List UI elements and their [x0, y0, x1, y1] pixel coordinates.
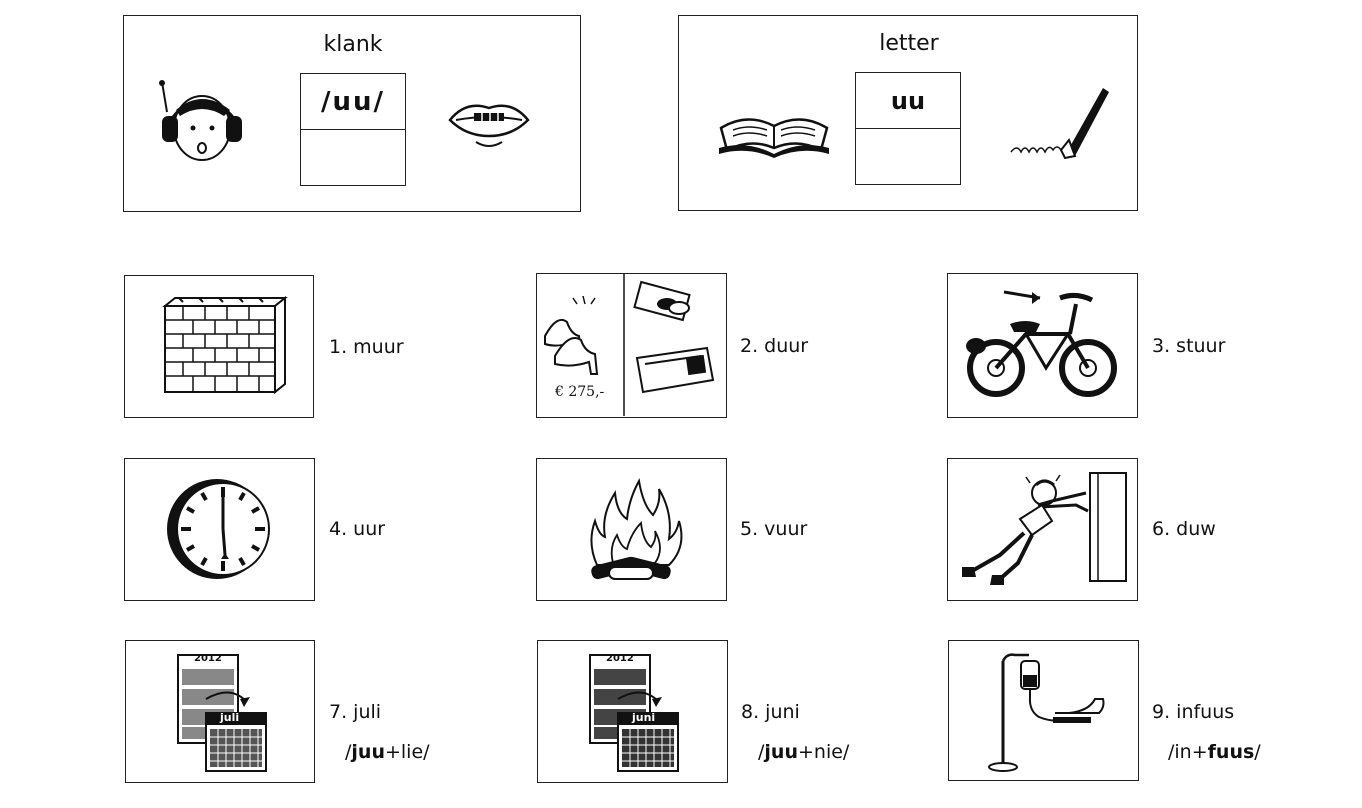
pron-9-post: / [1254, 741, 1261, 763]
open-book-icon [717, 98, 831, 158]
word-7: 7. juli [329, 701, 382, 723]
calendar-month: juli [220, 711, 240, 724]
listening-boy-icon [152, 80, 252, 170]
picture-clock [124, 458, 315, 601]
word-4: 4. uur [329, 518, 386, 540]
word-6: 6. duw [1152, 518, 1216, 540]
klank-symbol: /uu/ [301, 74, 405, 130]
word-9: 9. infuus [1152, 701, 1235, 723]
calendar-icon [177, 654, 267, 772]
picture-bike [947, 273, 1138, 418]
calendar-year: 2012 [606, 653, 634, 664]
word-5: 5. vuur [740, 518, 808, 540]
moped-icon [966, 290, 1117, 397]
klank-panel: klank /uu/ [123, 15, 581, 212]
person-pushing-icon [962, 472, 1127, 585]
word-8: 8. juni [741, 701, 800, 723]
pron-7-post: +lie/ [384, 741, 430, 763]
fire-icon [590, 478, 683, 580]
calendar-year: 2012 [194, 653, 222, 664]
picture-iv-drip [948, 640, 1139, 781]
klank-title: klank [323, 32, 383, 57]
picture-calendar-june: 2012 juni [537, 640, 728, 783]
picture-expensive: € 275,- [536, 273, 727, 418]
picture-wall [124, 275, 314, 418]
pron-8-bold: juu [764, 741, 798, 763]
word-2: 2. duur [740, 335, 809, 357]
letter-title: letter [879, 31, 939, 56]
picture-calendar-july: 2012 juli [125, 640, 315, 783]
calendar-icon [589, 654, 679, 772]
fountain-pen-icon [1009, 78, 1109, 162]
pron-8-post: +nie/ [797, 741, 850, 763]
word-1: 1. muur [329, 336, 404, 358]
picture-push [947, 458, 1138, 601]
pron-9-bold: fuus [1207, 741, 1255, 763]
picture-fire [536, 458, 727, 601]
pron-7-bold: juu [351, 741, 385, 763]
letter-panel: letter uu [678, 15, 1138, 211]
iv-drip-icon [988, 653, 1105, 772]
pronunciation-9: /in+fuus/ [1168, 741, 1261, 763]
pron-8-pre: / [758, 741, 765, 763]
price-label: € 275,- [555, 384, 605, 400]
calendar-month: juni [632, 711, 656, 724]
pronunciation-8: /juu+nie/ [758, 741, 849, 763]
wall-icon [162, 295, 288, 395]
clock-icon [167, 479, 270, 579]
letter-symbol: uu [856, 73, 960, 129]
word-3: 3. stuur [1152, 335, 1226, 357]
pronunciation-7: /juu+lie/ [345, 741, 430, 763]
mouth-icon [446, 96, 532, 158]
klank-sound-box: /uu/ [300, 73, 406, 186]
letter-sound-box: uu [855, 72, 961, 185]
pron-9-pre: /in+ [1168, 741, 1208, 763]
pron-7-pre: / [345, 741, 352, 763]
expensive-icon [544, 274, 715, 416]
